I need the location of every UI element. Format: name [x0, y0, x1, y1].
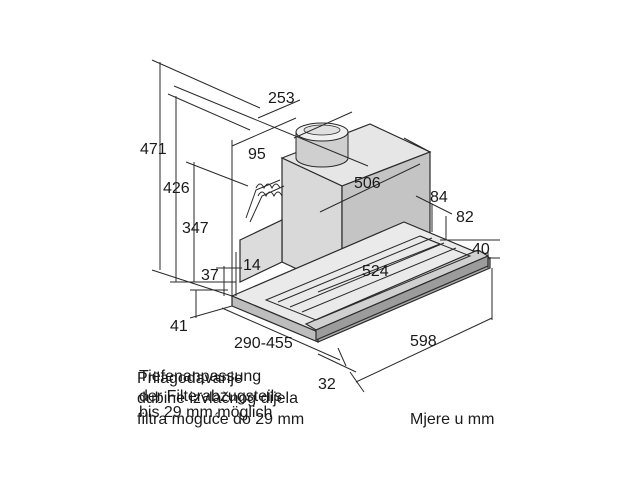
dim-32-label: 32 — [318, 376, 336, 393]
exhaust-spigot-icon — [295, 122, 349, 168]
dim-14-label: 14 — [243, 257, 261, 274]
note-hr-line3: filtra moguće do 29 mm — [137, 411, 304, 428]
dim-41-label: 41 — [170, 318, 188, 335]
dim-471-label: 471 — [140, 141, 167, 158]
dim-524-label: 524 — [362, 263, 389, 280]
note-de-line2: der Filterabzugsteils — [139, 388, 282, 405]
dim-37-label: 37 — [201, 267, 219, 284]
dimension-lines — [151, 59, 500, 393]
dimension-labels: 471 426 347 37 14 41 253 95 506 84 82 40… — [140, 90, 490, 393]
dim-40-label: 40 — [472, 241, 490, 258]
dim-347-label: 347 — [182, 220, 209, 237]
dim-95-label: 95 — [248, 146, 266, 163]
dim-253-label: 253 — [268, 90, 295, 107]
note-de-line3: bis 29 mm möglich — [139, 404, 272, 421]
hood-illustration — [230, 122, 492, 343]
dim-290-455-label: 290-455 — [234, 335, 293, 352]
motor-coils-icon — [255, 183, 283, 198]
dim-426-label: 426 — [163, 180, 190, 197]
note-hr-line1: Prilagodavanje — [137, 370, 243, 387]
note-hr-line2: dubine izvlačnog dijela — [137, 390, 298, 407]
dim-84-label: 84 — [430, 189, 448, 206]
note-de-line1: Tiefenanpassung — [139, 368, 261, 385]
units-note: Mjere u mm — [410, 411, 494, 428]
dim-598-label: 598 — [410, 333, 437, 350]
depth-adjustment-note: Tiefenanpassung Prilagodavanje der Filte… — [137, 368, 304, 428]
dim-506-label: 506 — [354, 175, 381, 192]
dim-82-label: 82 — [456, 209, 474, 226]
